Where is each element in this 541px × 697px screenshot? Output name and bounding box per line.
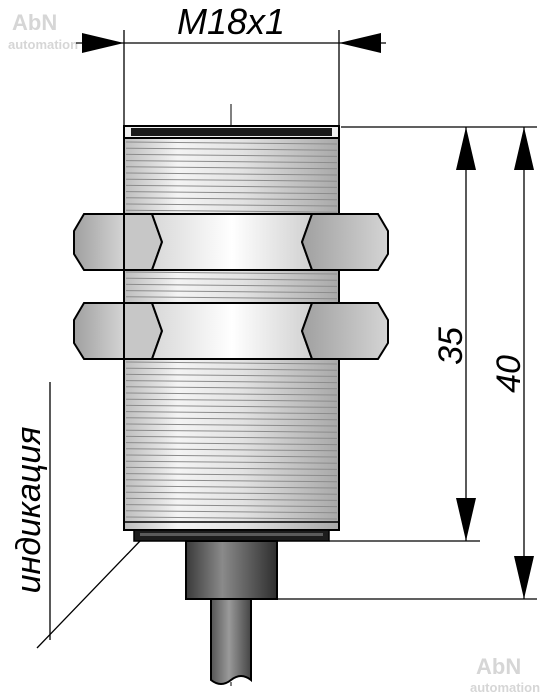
thread-line: [125, 153, 338, 157]
indicator-callout: [36, 382, 141, 649]
thread-line: [125, 479, 338, 483]
thread-line: [125, 491, 338, 495]
thread-line: [125, 435, 338, 439]
nut-upper: [73, 213, 389, 271]
arrowhead: [514, 127, 534, 170]
thread-line: [125, 510, 338, 514]
thread-line: [125, 141, 338, 145]
thread-line: [125, 398, 338, 402]
arrowhead: [82, 33, 124, 53]
thread-size-label: M18x1: [177, 1, 285, 42]
thread-line: [125, 367, 338, 371]
length-dimensions: [277, 126, 537, 600]
thread-line: [125, 166, 338, 170]
sensing-face-cap: [131, 128, 332, 136]
thread-line: [125, 460, 338, 464]
thread-line: [125, 386, 338, 390]
thread-line: [125, 423, 338, 427]
thread-line: [125, 392, 338, 396]
thread-line: [125, 473, 338, 477]
watermark-brand: AbN: [12, 10, 57, 35]
watermark-top: AbN automation: [8, 10, 78, 52]
thread-line: [125, 283, 338, 287]
thread-line: [125, 497, 338, 501]
watermark-bottom: AbN automation: [470, 654, 540, 695]
thread-line: [125, 466, 338, 470]
thread-line: [125, 373, 338, 377]
thread-line: [125, 290, 338, 294]
arrowhead: [456, 498, 476, 541]
arrowhead: [514, 556, 534, 599]
thread-line: [125, 516, 338, 520]
watermark-tagline: automation: [470, 680, 540, 695]
thread-line: [125, 448, 338, 452]
leader-line: [36, 540, 141, 649]
body-length-label: 35: [432, 327, 470, 365]
thread-line: [125, 172, 338, 176]
indicator-label: индикация: [10, 427, 48, 594]
cable: [210, 598, 252, 685]
thread-line: [125, 404, 338, 408]
thread-line: [125, 277, 338, 281]
thread-line: [125, 429, 338, 433]
thread-line: [125, 504, 338, 508]
thread-dimension: [76, 30, 386, 128]
watermark-brand: AbN: [476, 654, 521, 679]
nut-lower: [73, 302, 389, 360]
thread-line: [125, 191, 338, 195]
thread-line: [125, 454, 338, 458]
thread-line: [125, 485, 338, 489]
thread-line: [125, 203, 338, 207]
thread-line: [125, 184, 338, 188]
thread-line: [125, 209, 338, 213]
thread-line: [125, 160, 338, 164]
thread-line: [125, 271, 338, 275]
thread-line: [125, 411, 338, 415]
thread-line: [125, 296, 338, 300]
thread-line: [125, 178, 338, 182]
thread-lines: [125, 141, 338, 520]
arrowhead: [456, 127, 476, 170]
thread-line: [125, 361, 338, 365]
arrowhead: [339, 33, 381, 53]
thread-line: [125, 197, 338, 201]
thread-line: [125, 380, 338, 384]
cable-gland: [185, 540, 278, 600]
thread-line: [125, 442, 338, 446]
watermark-tagline: automation: [8, 37, 78, 52]
thread-line: [125, 417, 338, 421]
total-length-label: 40: [490, 355, 528, 393]
thread-line: [125, 147, 338, 151]
